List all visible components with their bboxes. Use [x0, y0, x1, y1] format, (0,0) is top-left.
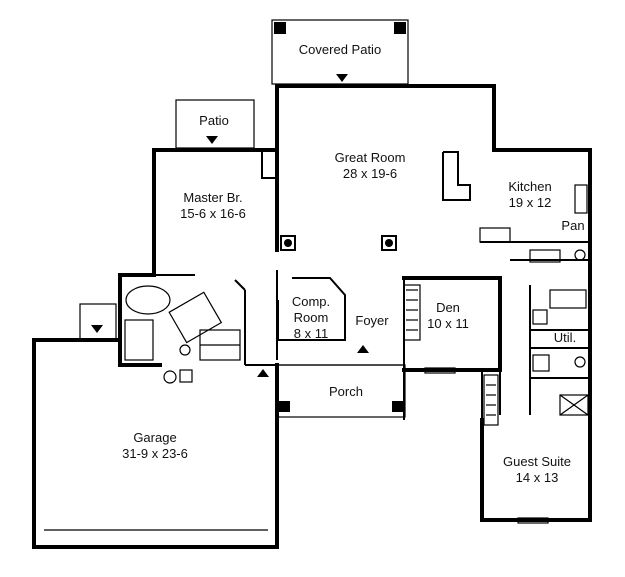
room-label-covered-patio: Covered Patio [299, 42, 381, 57]
room-size-guest-suite: 14 x 13 [516, 470, 559, 485]
room-size-garage: 31-9 x 23-6 [122, 446, 188, 461]
room-size-kitchen: 19 x 12 [509, 195, 552, 210]
room-label-pan: Pan [561, 218, 584, 233]
room-label-util: Util. [554, 330, 576, 345]
great-room-fixtures [261, 149, 397, 251]
room-label-comp-room-line1: Comp. [292, 294, 330, 309]
entry-arrow-icon [206, 136, 218, 144]
room-label-comp-room-line2: Room [294, 310, 329, 325]
interior-walls [155, 241, 590, 420]
room-size-comp-room: 8 x 11 [294, 326, 328, 341]
room-label-kitchen: Kitchen [508, 179, 551, 194]
room-label-foyer: Foyer [355, 313, 389, 328]
kitchen-island [442, 151, 588, 243]
master-bath-fixtures [124, 285, 241, 384]
entry-arrow-icon [357, 345, 369, 353]
exterior-walls [32, 84, 592, 549]
garage-details [44, 303, 268, 531]
room-label-great-room: Great Room [335, 150, 406, 165]
window [517, 517, 549, 524]
den-closet [403, 284, 421, 341]
window [424, 367, 456, 374]
util-fixtures [529, 249, 589, 416]
room-label-master-br: Master Br. [183, 190, 242, 205]
room-label-guest-suite: Guest Suite [503, 454, 571, 469]
entry-arrow-icon [91, 325, 103, 333]
room-size-den: 10 x 11 [427, 316, 469, 331]
porch-area [257, 345, 406, 418]
entry-arrow-icon [336, 74, 348, 82]
guest-closet [483, 374, 499, 426]
entry-arrow-icon [257, 369, 269, 377]
room-label-patio: Patio [199, 113, 229, 128]
room-size-great-room: 28 x 19-6 [343, 166, 397, 181]
room-size-master-br: 15-6 x 16-6 [180, 206, 246, 221]
room-label-den: Den [436, 300, 460, 315]
room-label-porch: Porch [329, 384, 363, 399]
room-label-garage: Garage [133, 430, 176, 445]
